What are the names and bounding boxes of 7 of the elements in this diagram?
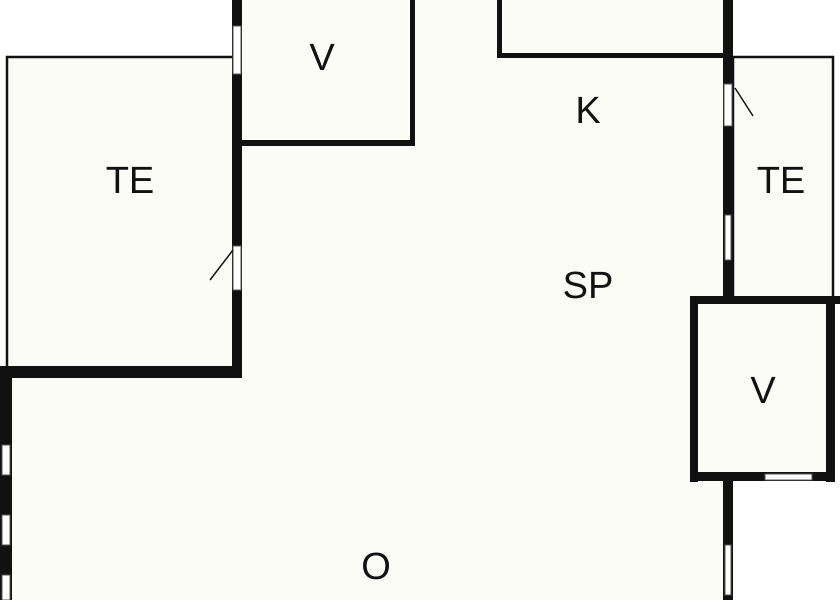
room-label: SP bbox=[562, 267, 614, 305]
room-label: TE bbox=[756, 162, 806, 200]
room-label: V bbox=[309, 39, 335, 77]
room-label: TE bbox=[106, 162, 154, 200]
room-label: V bbox=[750, 372, 776, 410]
room-label: K bbox=[575, 92, 601, 130]
room-label: O bbox=[361, 548, 391, 586]
